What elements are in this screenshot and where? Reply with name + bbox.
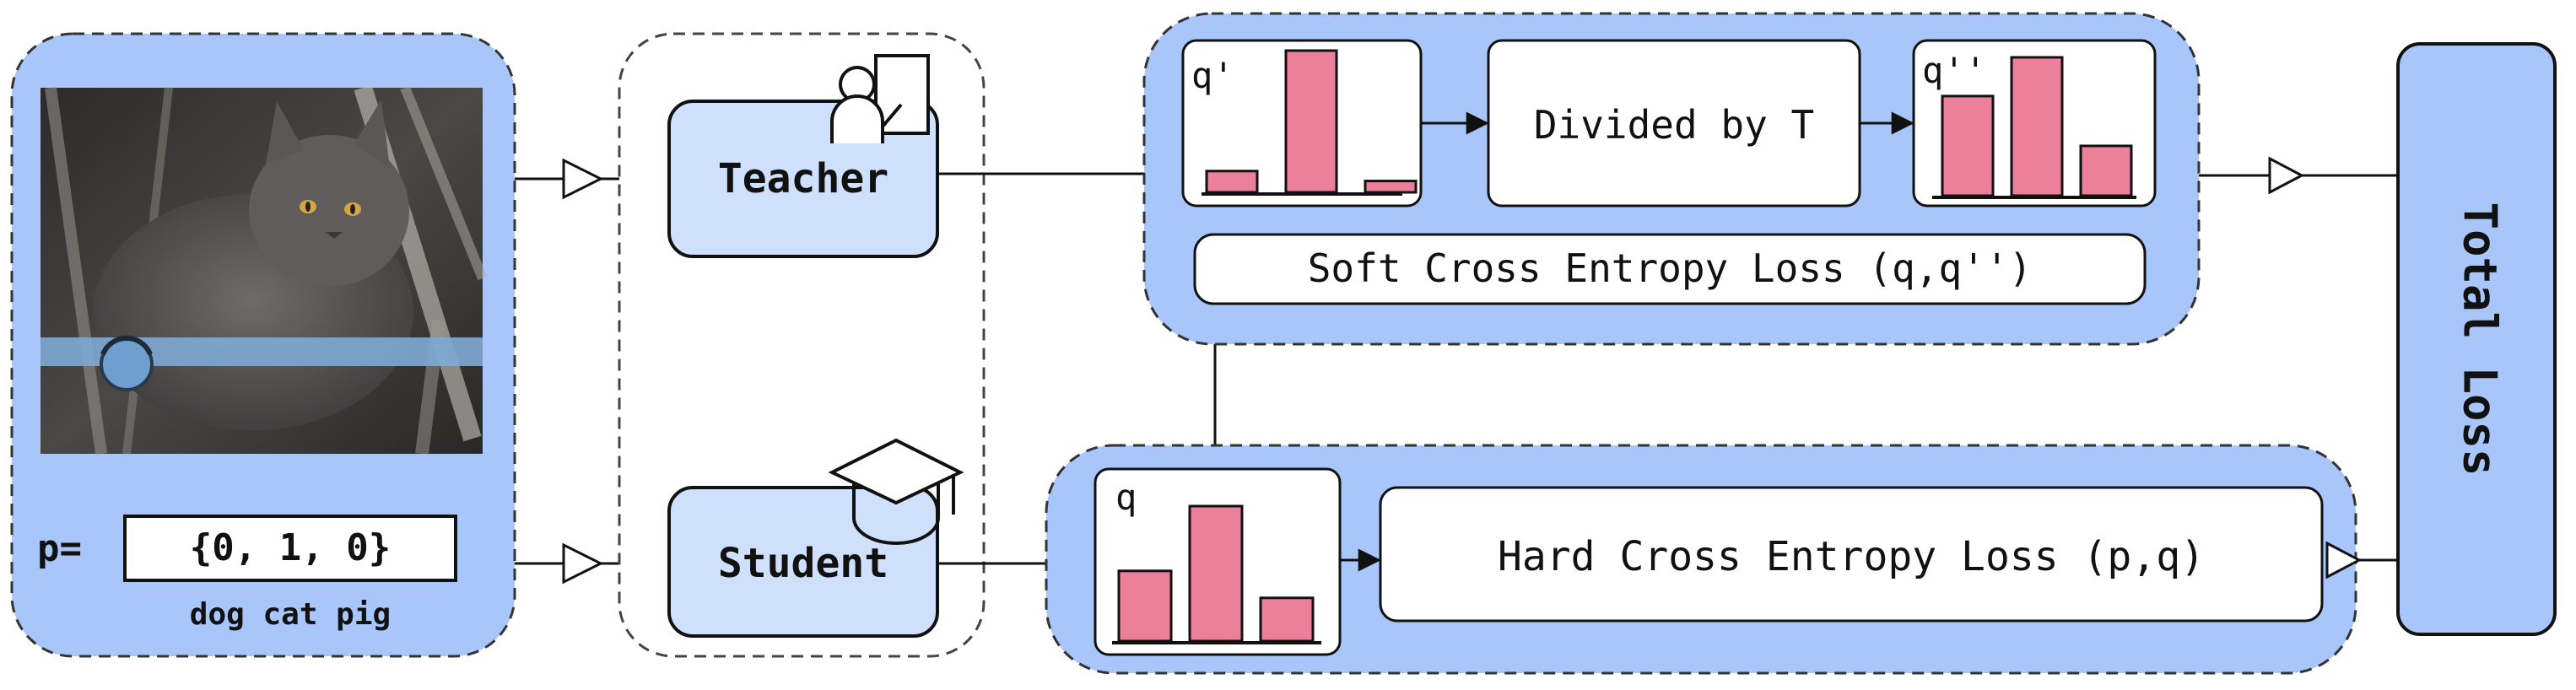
input-panel: p= {0, 1, 0} dog cat pig bbox=[10, 32, 516, 658]
teacher-label: Teacher bbox=[718, 155, 888, 202]
bar bbox=[2010, 56, 2064, 197]
hard-loss-box: Hard Cross Entropy Loss (p,q) bbox=[1379, 486, 2324, 623]
bar bbox=[1117, 569, 1173, 643]
graduation-cap-icon bbox=[828, 438, 964, 545]
hard-loss-label: Hard Cross Entropy Loss (p,q) bbox=[1498, 533, 2205, 580]
bar bbox=[1259, 596, 1315, 643]
divide-label: Divided by T bbox=[1534, 102, 1814, 148]
teacher-output-bars bbox=[1205, 49, 1418, 194]
teacher-output-chart: q' bbox=[1181, 39, 1423, 208]
soft-loss-box: Soft Cross Entropy Loss (q,q'') bbox=[1193, 233, 2147, 305]
softened-output-label: q'' bbox=[1922, 50, 1986, 91]
teacher-block: Teacher bbox=[667, 54, 939, 258]
p-label: p= bbox=[37, 527, 82, 570]
student-output-label: q bbox=[1115, 477, 1137, 518]
student-label: Student bbox=[718, 540, 888, 587]
bar bbox=[1364, 180, 1418, 194]
bar bbox=[1284, 49, 1338, 194]
soft-loss-label: Soft Cross Entropy Loss (q,q'') bbox=[1308, 245, 2033, 291]
teacher-icon bbox=[830, 54, 930, 143]
total-loss-label: Total Loss bbox=[2453, 202, 2506, 476]
label-vector: {0, 1, 0} bbox=[190, 526, 391, 569]
soft-loss-panel: q' Divided by T q'' Soft Cross Entropy L… bbox=[1142, 12, 2201, 346]
student-block: Student bbox=[667, 438, 964, 638]
input-connectors bbox=[515, 158, 669, 585]
softened-output-chart: q'' bbox=[1912, 39, 2157, 208]
bar bbox=[1188, 504, 1244, 643]
cat-image bbox=[41, 84, 488, 456]
model-group: Teacher Student bbox=[618, 32, 986, 658]
hard-loss-panel: q Hard Cross Entropy Loss (p,q) bbox=[1045, 444, 2357, 675]
softened-output-bars bbox=[1941, 56, 2133, 197]
teacher-output-label: q' bbox=[1191, 55, 1234, 96]
divide-by-t-box: Divided by T bbox=[1487, 39, 1861, 208]
bar bbox=[1205, 170, 1259, 194]
student-output-chart: q bbox=[1094, 467, 1342, 656]
class-names: dog cat pig bbox=[190, 597, 391, 632]
label-vector-box bbox=[123, 515, 457, 582]
bar bbox=[2079, 144, 2133, 197]
total-connectors bbox=[2199, 156, 2398, 579]
bar bbox=[1941, 94, 1995, 197]
total-loss-block: Total Loss bbox=[2396, 42, 2557, 636]
